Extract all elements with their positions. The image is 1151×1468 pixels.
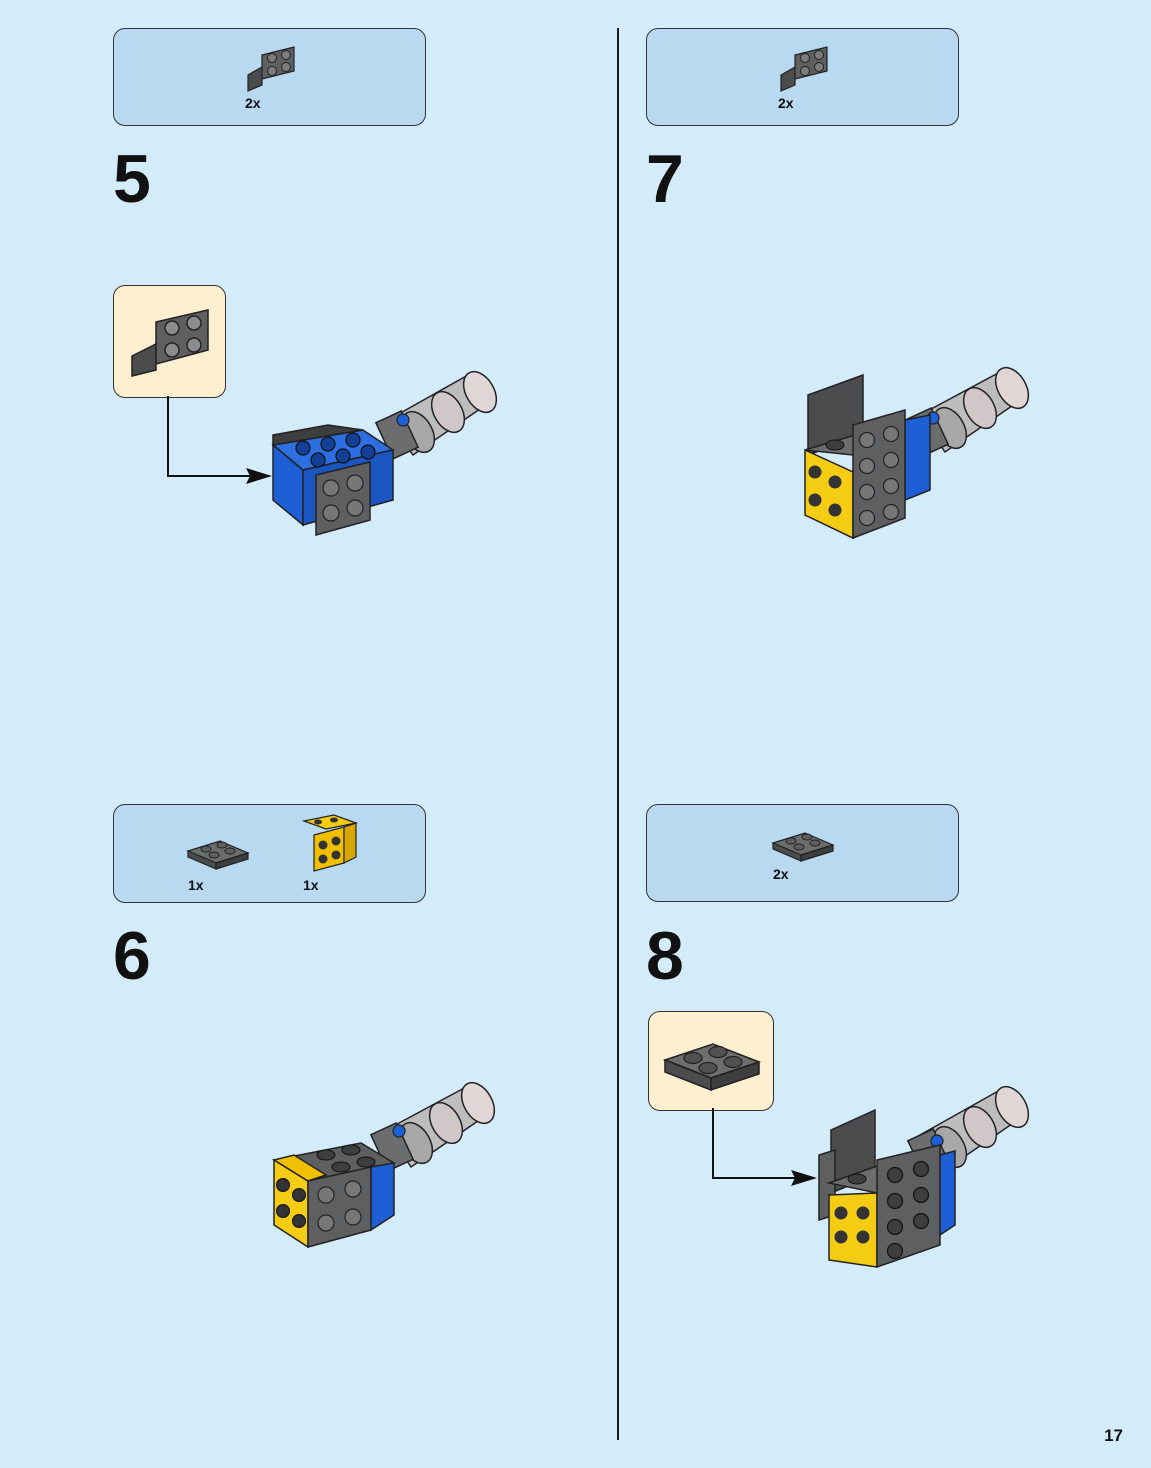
- part-quantity: 2x: [778, 95, 794, 111]
- step-8-parts-list: 2x: [646, 804, 959, 902]
- step-8-model: [818, 1085, 1030, 1269]
- bracket-callout-icon: [131, 309, 209, 377]
- yellow-bracket-part-icon: [301, 814, 359, 872]
- plate-callout-icon: [662, 1043, 762, 1092]
- step-number: 8: [646, 918, 684, 994]
- part-quantity: 1x: [188, 877, 204, 893]
- step-number: 6: [113, 918, 151, 994]
- step-number: 7: [646, 141, 684, 217]
- step-8-callout: [648, 1011, 774, 1111]
- step-7-model: [804, 366, 1030, 540]
- plate-part-icon: [771, 832, 835, 862]
- plate-part-icon: [186, 840, 250, 870]
- step-7-parts-list: 2x: [646, 28, 959, 126]
- step-6-model: [271, 1081, 496, 1249]
- step-5-callout: [113, 285, 226, 398]
- bracket-part-icon: [780, 46, 828, 92]
- part-quantity: 1x: [303, 877, 319, 893]
- part-quantity: 2x: [773, 866, 789, 882]
- step-number: 5: [113, 141, 151, 217]
- step-8-arrow: [712, 1108, 817, 1186]
- step-5-parts-list: 2x: [113, 28, 426, 126]
- page-divider: [617, 28, 619, 1440]
- part-quantity: 2x: [245, 95, 261, 111]
- step-5-model: [271, 370, 498, 536]
- bracket-part-icon: [247, 46, 295, 92]
- page-number: 17: [1104, 1426, 1123, 1445]
- step-6-parts-list: 1x 1x: [113, 804, 426, 903]
- step-5-arrow: [167, 396, 272, 484]
